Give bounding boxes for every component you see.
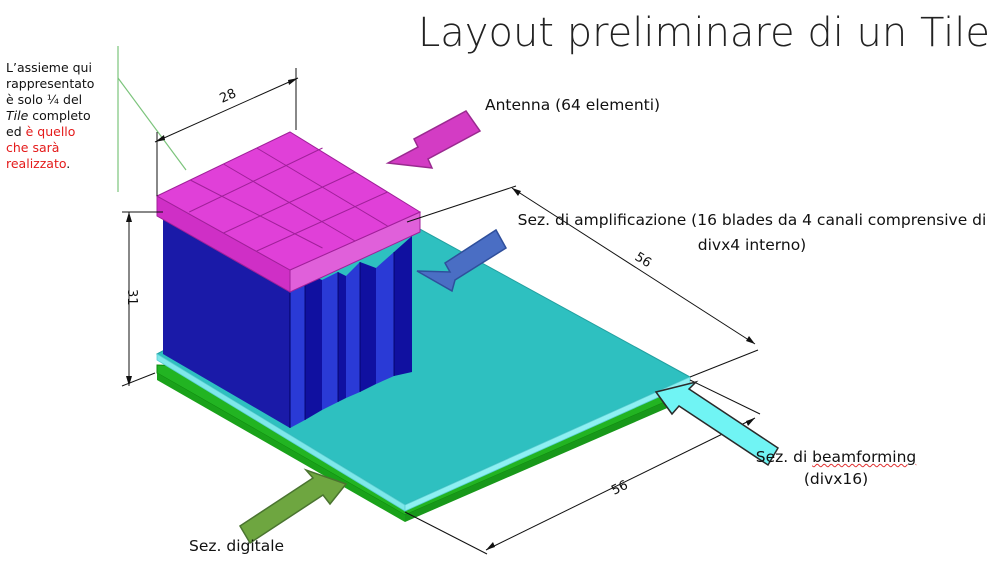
note-italic: Tile — [6, 108, 29, 123]
dimension-arrowheads — [126, 78, 755, 550]
note-leader-line — [117, 77, 187, 171]
label-beamforming-line2: (divx16) — [803, 470, 869, 488]
dim-board-width: 56 — [609, 478, 630, 499]
label-beamforming-prefix: Sez. di — [755, 448, 813, 466]
note-part3: . — [66, 156, 71, 171]
arrow-antenna — [385, 110, 482, 169]
label-antenna: Antenna (64 elementi) — [485, 96, 661, 114]
label-amplification-line2: divx4 interno) — [697, 236, 807, 254]
note-part1: L’assieme qui rappresentato è solo ¼ del — [6, 60, 95, 107]
note-text: L’assieme qui rappresentato è solo ¼ del… — [6, 60, 94, 172]
antenna-block — [155, 131, 422, 293]
label-digital: Sez. digitale — [189, 537, 285, 555]
dim-board-depth: 56 — [632, 250, 654, 271]
dim-height: 31 — [124, 289, 139, 306]
arrow-digital — [238, 468, 348, 545]
note-highlight: è quello che sarà realizzato — [6, 124, 76, 171]
label-amplification-line1: Sez. di amplificazione (16 blades da 4 c… — [517, 211, 987, 229]
dim-antenna-width: 28 — [218, 86, 239, 106]
arrow-beamforming — [654, 380, 780, 467]
arrow-amplification — [416, 228, 508, 293]
label-beamforming: Sez. di beamforming (divx16) — [752, 446, 920, 490]
note-part2: completo ed — [6, 108, 91, 139]
label-amplification: Sez. di amplificazione (16 blades da 4 c… — [512, 208, 992, 258]
label-beamforming-word: beamforming — [812, 448, 917, 466]
dimension-lines — [121, 68, 761, 555]
page-title: Layout preliminare di un Tile — [418, 10, 990, 56]
